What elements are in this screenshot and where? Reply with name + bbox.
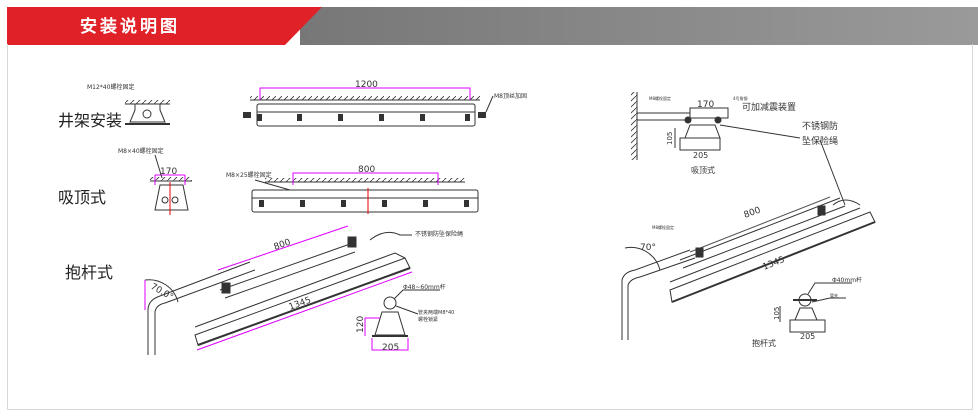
r-rope-note-2: 坠保险绳 — [802, 135, 838, 147]
r-ceiling-bolt-note: M8螺栓固定 — [649, 95, 671, 101]
ceiling-bolt-note-2: M8×25螺栓固定 — [226, 171, 272, 179]
r-ceiling-base: 205 — [693, 151, 708, 160]
r-pole-base: 205 — [800, 332, 815, 341]
content-frame — [7, 44, 973, 410]
ceiling-mount-drawing — [150, 154, 479, 215]
pole-span-dim: 800 — [273, 237, 293, 252]
r-pole-span: 800 — [743, 205, 763, 220]
pole-rope-note: 不锈钢防坠保险绳 — [415, 230, 463, 238]
r-pole-height: 105 — [773, 307, 781, 320]
header-red-tab — [7, 7, 322, 45]
rack-mount-drawing — [125, 87, 494, 127]
rack-span-dim: 1200 — [355, 80, 378, 90]
ceiling-mount-label: 吸顶式 — [58, 188, 106, 207]
pole-bracket-height: 120 — [356, 316, 366, 333]
r-pole-diameter: Φ40mm杆 — [832, 276, 862, 284]
right-pole-drawing — [621, 139, 876, 340]
right-ceiling-drawing — [631, 92, 801, 160]
ceiling-bolt-note: M8×40螺栓固定 — [118, 147, 164, 155]
rack-bolt-note: M12*40螺栓固定 — [87, 83, 134, 91]
r-ceiling-height: 105 — [666, 132, 674, 145]
r-ceiling-label: 吸顶式 — [691, 165, 715, 175]
ceiling-width-dim: 170 — [160, 167, 177, 177]
pole-mount-label: 抱杆式 — [65, 263, 113, 282]
rack-side-note: M8顶丝加固 — [494, 92, 527, 100]
r-rope-note-1: 不锈钢防 — [802, 120, 838, 132]
r-steel-note: 4号角钢 — [733, 95, 748, 101]
r-pole-angle: 70° — [640, 243, 656, 253]
r-damper-note: 可加减震装置 — [742, 101, 796, 113]
clamp-note-1: 管夹两端M8*40 — [418, 309, 454, 316]
r-ceiling-width: 170 — [697, 100, 714, 110]
header-banner: 安装说明图 — [7, 7, 978, 45]
pole-length-dim: 1345 — [288, 296, 313, 313]
clamp-note-2: 螺栓锁紧 — [418, 316, 438, 323]
pole-diameter-note: Φ48~60mm杆 — [403, 283, 446, 291]
ceiling-span-dim: 800 — [358, 165, 375, 175]
r-pole-label: 抱杆式 — [752, 338, 776, 348]
r-clamp-note: 管夹 — [830, 292, 838, 298]
rack-mount-label: 井架安装 — [58, 111, 122, 130]
r-pole-length: 1345 — [761, 255, 786, 273]
pole-bracket-width: 205 — [382, 343, 399, 353]
pole-mount-drawing — [144, 225, 440, 355]
page-title: 安装说明图 — [80, 16, 180, 37]
r-pole-bolt-note: M8螺栓固定 — [652, 224, 674, 230]
